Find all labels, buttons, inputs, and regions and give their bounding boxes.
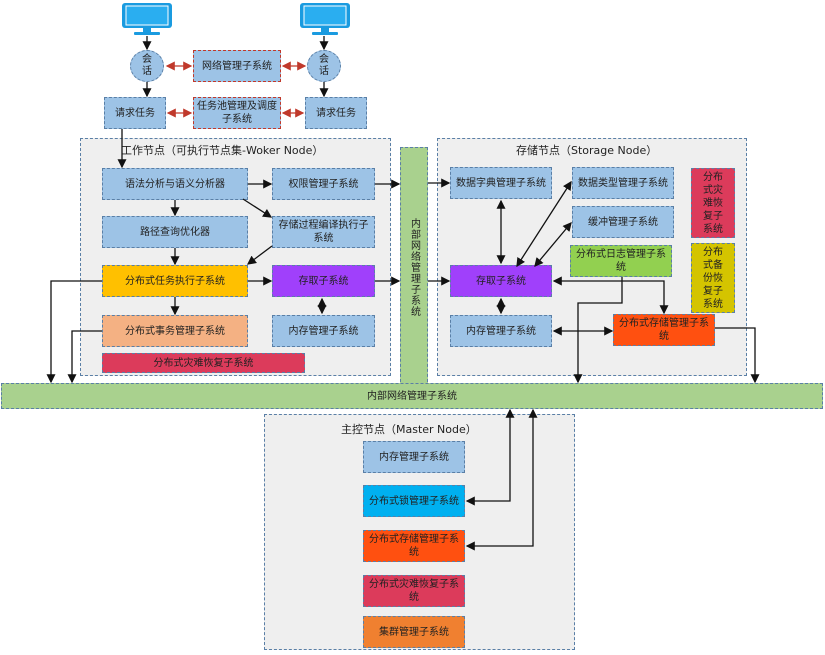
worker-task-exec: 分布式任务执行子系统 <box>102 265 248 297</box>
worker-permission-label: 权限管理子系统 <box>288 178 359 190</box>
request-task-label-right: 请求任务 <box>316 107 356 119</box>
storage-access: 存取子系统 <box>450 265 552 297</box>
worker-stored-proc-label: 存储过程编译执行子系统 <box>278 220 369 244</box>
storage-datatype: 数据类型管理子系统 <box>572 167 674 199</box>
worker-permission: 权限管理子系统 <box>272 168 375 200</box>
client-monitor-icon-left <box>120 2 174 36</box>
storage-mgmt-label: 分布式存储管理子系统 <box>619 318 709 342</box>
storage-log-label: 分布式日志管理子系统 <box>576 249 666 273</box>
storage-disaster: 分布式灾难恢复子系统 <box>691 168 735 238</box>
network-mgmt-subsystem: 网络管理子系统 <box>193 50 281 82</box>
storage-buffer-label: 缓冲管理子系统 <box>588 216 658 228</box>
storage-dictionary-label: 数据字典管理子系统 <box>456 177 546 189</box>
storage-dictionary: 数据字典管理子系统 <box>450 167 552 199</box>
storage-memory: 内存管理子系统 <box>450 315 552 347</box>
internal-network-vertical-label: 内部网络管理子系统 <box>408 217 420 317</box>
storage-node-title: 存储节点（Storage Node） <box>516 144 658 157</box>
request-task-label-left: 请求任务 <box>115 107 155 119</box>
storage-access-label: 存取子系统 <box>476 275 526 287</box>
master-storage-mgmt: 分布式存储管理子系统 <box>363 530 465 562</box>
worker-memory-label: 内存管理子系统 <box>288 325 359 337</box>
worker-access: 存取子系统 <box>272 265 375 297</box>
master-disaster-label: 分布式灾难恢复子系统 <box>369 579 459 603</box>
worker-path-optimizer-label: 路径查询优化器 <box>140 226 210 238</box>
request-task-right: 请求任务 <box>305 97 367 129</box>
worker-memory: 内存管理子系统 <box>272 315 375 347</box>
session-label-right: 会 话 <box>319 54 329 77</box>
storage-backup: 分布式备份恢复子系统 <box>691 243 735 313</box>
worker-stored-proc: 存储过程编译执行子系统 <box>272 216 375 248</box>
request-task-left: 请求任务 <box>104 97 166 129</box>
master-cluster-label: 集群管理子系统 <box>379 626 449 638</box>
master-lock: 分布式锁管理子系统 <box>363 485 465 517</box>
internal-network-vertical: 内部网络管理子系统 <box>400 147 428 387</box>
storage-mgmt: 分布式存储管理子系统 <box>613 314 715 346</box>
worker-disaster-label: 分布式灾难恢复子系统 <box>153 357 254 369</box>
master-lock-label: 分布式锁管理子系统 <box>369 495 459 507</box>
master-disaster: 分布式灾难恢复子系统 <box>363 575 465 607</box>
worker-parser-label: 语法分析与语义分析器 <box>125 178 225 190</box>
master-memory: 内存管理子系统 <box>363 441 465 473</box>
master-node-title: 主控节点（Master Node） <box>341 423 477 436</box>
task-pool-label: 任务池管理及调度子系统 <box>197 101 277 125</box>
worker-transaction: 分布式事务管理子系统 <box>102 315 248 347</box>
worker-path-optimizer: 路径查询优化器 <box>102 216 248 248</box>
worker-transaction-label: 分布式事务管理子系统 <box>125 325 225 337</box>
network-mgmt-label: 网络管理子系统 <box>202 60 272 72</box>
worker-task-exec-label: 分布式任务执行子系统 <box>125 275 225 287</box>
master-storage-mgmt-label: 分布式存储管理子系统 <box>369 534 459 558</box>
storage-memory-label: 内存管理子系统 <box>466 325 536 337</box>
storage-log: 分布式日志管理子系统 <box>570 245 672 277</box>
session-bubble-left: 会 话 <box>130 50 164 82</box>
storage-backup-label: 分布式备份恢复子系统 <box>703 246 723 310</box>
master-memory-label: 内存管理子系统 <box>379 451 449 463</box>
worker-disaster: 分布式灾难恢复子系统 <box>102 353 305 373</box>
internal-network-bar-label: 内部网络管理子系统 <box>367 390 457 402</box>
worker-access-label: 存取子系统 <box>298 275 349 287</box>
storage-datatype-label: 数据类型管理子系统 <box>578 177 668 189</box>
storage-buffer: 缓冲管理子系统 <box>572 206 674 238</box>
worker-parser: 语法分析与语义分析器 <box>102 168 248 200</box>
task-pool-subsystem: 任务池管理及调度子系统 <box>193 97 281 129</box>
client-monitor-icon-right <box>298 2 352 36</box>
storage-disaster-label: 分布式灾难恢复子系统 <box>703 171 723 235</box>
session-bubble-right: 会 话 <box>307 50 341 82</box>
master-cluster: 集群管理子系统 <box>363 616 465 648</box>
worker-node-title: 工作节点（可执行节点集-Woker Node） <box>121 144 324 157</box>
session-label-left: 会 话 <box>142 54 152 77</box>
internal-network-bar: 内部网络管理子系统 <box>1 383 823 409</box>
